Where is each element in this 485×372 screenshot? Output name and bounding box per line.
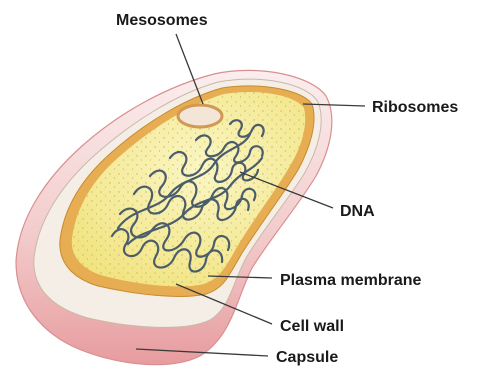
- plasma-membrane-label: Plasma membrane: [280, 272, 422, 289]
- ribosomes-label: Ribosomes: [372, 99, 458, 116]
- mesosome: [178, 105, 222, 127]
- mesosomes-label: Mesosomes: [116, 12, 208, 29]
- cell-wall-label: Cell wall: [280, 318, 344, 335]
- dna-label: DNA: [340, 203, 375, 220]
- capsule-label: Capsule: [276, 349, 338, 366]
